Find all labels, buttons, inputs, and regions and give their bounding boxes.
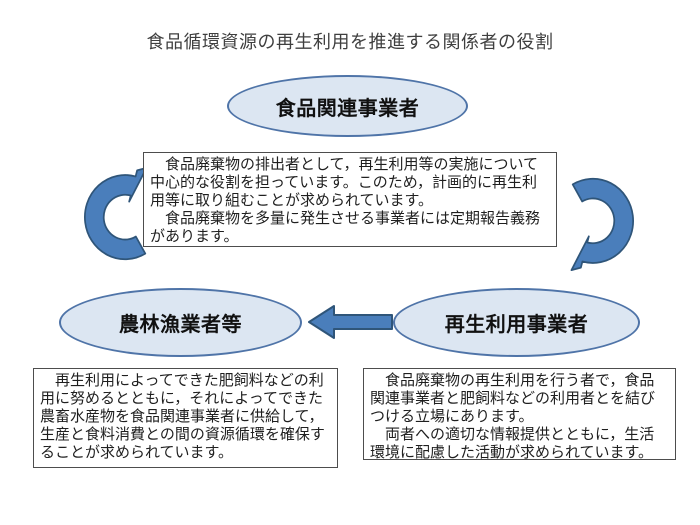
block-arrow-left-icon (308, 305, 393, 339)
node-recycler-label: 再生利用事業者 (444, 314, 589, 336)
diagram-title: 食品循環資源の再生利用を推進する関係者の役割 (146, 32, 554, 52)
node-food-business-label: 食品関連事業者 (275, 97, 420, 120)
recycler-description-p2: 両者への適切な情報提供とともに，生活環境に配慮した活動が求められています。 (370, 426, 655, 461)
agriculture-description-p1: 再生利用によってできた肥飼料などの利用に努めるとともに，それによってできた農畜水… (40, 372, 325, 461)
food-business-description-box: 食品廃棄物の排出者として，再生利用等の実施について中心的な役割を担っています。こ… (143, 152, 557, 247)
node-food-business: 食品関連事業者 (227, 75, 468, 137)
curved-arrow-up-icon (84, 166, 148, 261)
node-agriculture-label: 農林漁業者等 (119, 314, 242, 336)
food-business-description-p2: 食品廃棄物を多量に発生させる事業者には定期報告義務があります。 (150, 210, 541, 245)
agriculture-description-box: 再生利用によってできた肥飼料などの利用に努めるとともに，それによってできた農畜水… (33, 368, 338, 468)
node-recycler: 再生利用事業者 (393, 288, 640, 357)
recycler-description-box: 食品廃棄物の再生利用を行う者で，食品関連事業者と肥飼料などの利用者とを結びつける… (363, 368, 676, 461)
node-agriculture: 農林漁業者等 (59, 288, 302, 357)
food-business-description-p1: 食品廃棄物の排出者として，再生利用等の実施について中心的な役割を担っています。こ… (150, 156, 539, 209)
curved-arrow-down-icon (570, 177, 634, 272)
recycler-description-p1: 食品廃棄物の再生利用を行う者で，食品関連事業者と肥飼料などの利用者とを結びつける… (370, 372, 656, 425)
